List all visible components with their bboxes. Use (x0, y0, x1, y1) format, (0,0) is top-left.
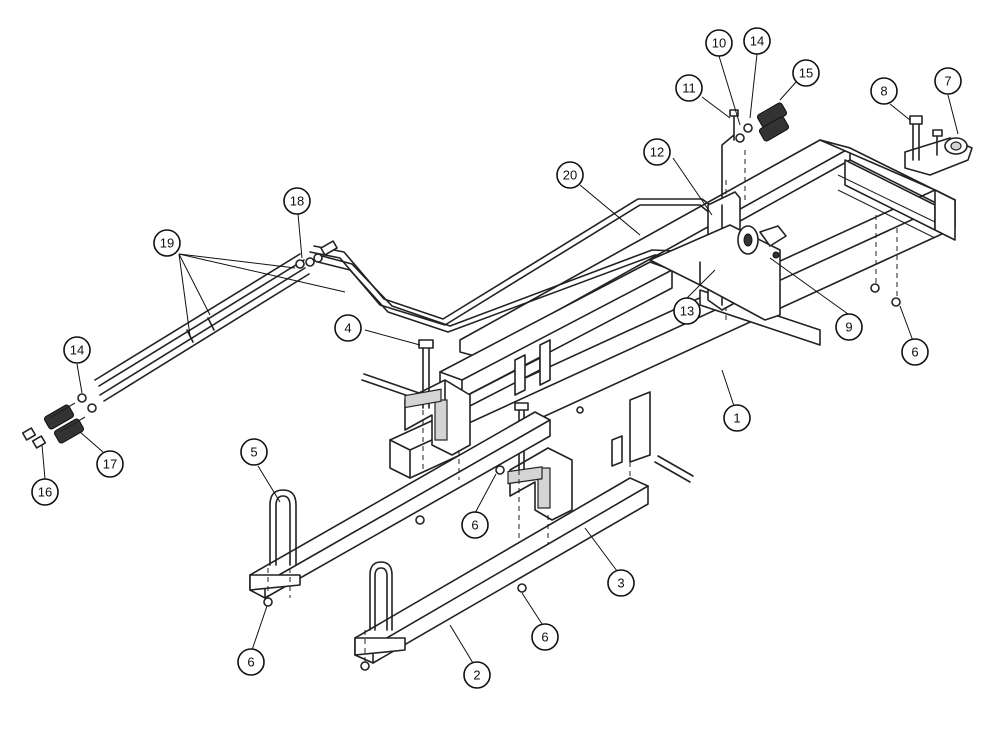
valve (737, 225, 787, 259)
main-frame (389, 139, 956, 479)
callout-7: 7 (934, 67, 962, 95)
callout-2: 2 (463, 661, 491, 689)
callout-8: 8 (870, 77, 898, 105)
callout-19: 19 (153, 229, 181, 257)
callout-18: 18 (283, 187, 311, 215)
callout-14-a: 14 (63, 336, 91, 364)
callout-6-b: 6 (461, 511, 489, 539)
svg-text:10: 10 (712, 36, 726, 51)
svg-text:15: 15 (799, 66, 813, 81)
hose-holder-bracket (649, 191, 781, 321)
svg-text:5: 5 (250, 445, 257, 460)
svg-text:19: 19 (160, 236, 174, 251)
svg-text:16: 16 (38, 485, 52, 500)
callout-6-c: 6 (531, 623, 559, 651)
svg-text:18: 18 (290, 194, 304, 209)
callout-4: 4 (334, 314, 362, 342)
u-bolt-upper (269, 489, 297, 566)
callout-13: 13 (673, 297, 701, 325)
callout-9: 9 (835, 313, 863, 341)
fittings-top (295, 240, 338, 269)
u-bolt-lower (369, 561, 393, 631)
mount-plate (904, 115, 973, 176)
upper-toolbar (249, 388, 551, 599)
callout-5: 5 (240, 438, 268, 466)
svg-text:12: 12 (650, 145, 664, 160)
callouts: 1 2 3 4 5 6 6 6 6 7 8 9 10 11 12 13 14 1… (31, 27, 962, 689)
callout-11: 11 (675, 74, 703, 102)
svg-text:6: 6 (911, 345, 918, 360)
callout-3: 3 (607, 569, 635, 597)
lower-toolbar (354, 466, 649, 664)
svg-text:6: 6 (541, 630, 548, 645)
callout-12: 12 (643, 138, 671, 166)
callout-10: 10 (705, 29, 733, 57)
svg-text:11: 11 (682, 81, 696, 96)
nuts (263, 283, 901, 671)
svg-text:2: 2 (473, 668, 480, 683)
svg-text:6: 6 (471, 518, 478, 533)
svg-text:6: 6 (247, 655, 254, 670)
callout-14-b: 14 (743, 27, 771, 55)
svg-text:4: 4 (344, 321, 351, 336)
assembly-lines (267, 150, 898, 662)
leader-lines (41, 53, 959, 669)
callout-20: 20 (556, 161, 584, 189)
callout-17: 17 (96, 450, 124, 478)
svg-text:20: 20 (563, 168, 577, 183)
svg-text:13: 13 (680, 304, 694, 319)
callout-1: 1 (723, 404, 751, 432)
center-mount-bracket (509, 402, 573, 521)
svg-text:3: 3 (617, 576, 624, 591)
svg-text:14: 14 (70, 343, 84, 358)
callout-15: 15 (792, 59, 820, 87)
svg-text:14: 14 (750, 34, 764, 49)
svg-text:9: 9 (845, 320, 852, 335)
svg-text:1: 1 (733, 411, 740, 426)
callout-16: 16 (31, 478, 59, 506)
couplers-left (21, 393, 97, 449)
svg-text:7: 7 (944, 74, 951, 89)
callout-6-d: 6 (901, 338, 929, 366)
couplers-top (729, 102, 790, 143)
callout-6-a: 6 (237, 648, 265, 676)
beam-posts (514, 339, 694, 483)
svg-text:8: 8 (880, 84, 887, 99)
svg-text:17: 17 (103, 457, 117, 472)
